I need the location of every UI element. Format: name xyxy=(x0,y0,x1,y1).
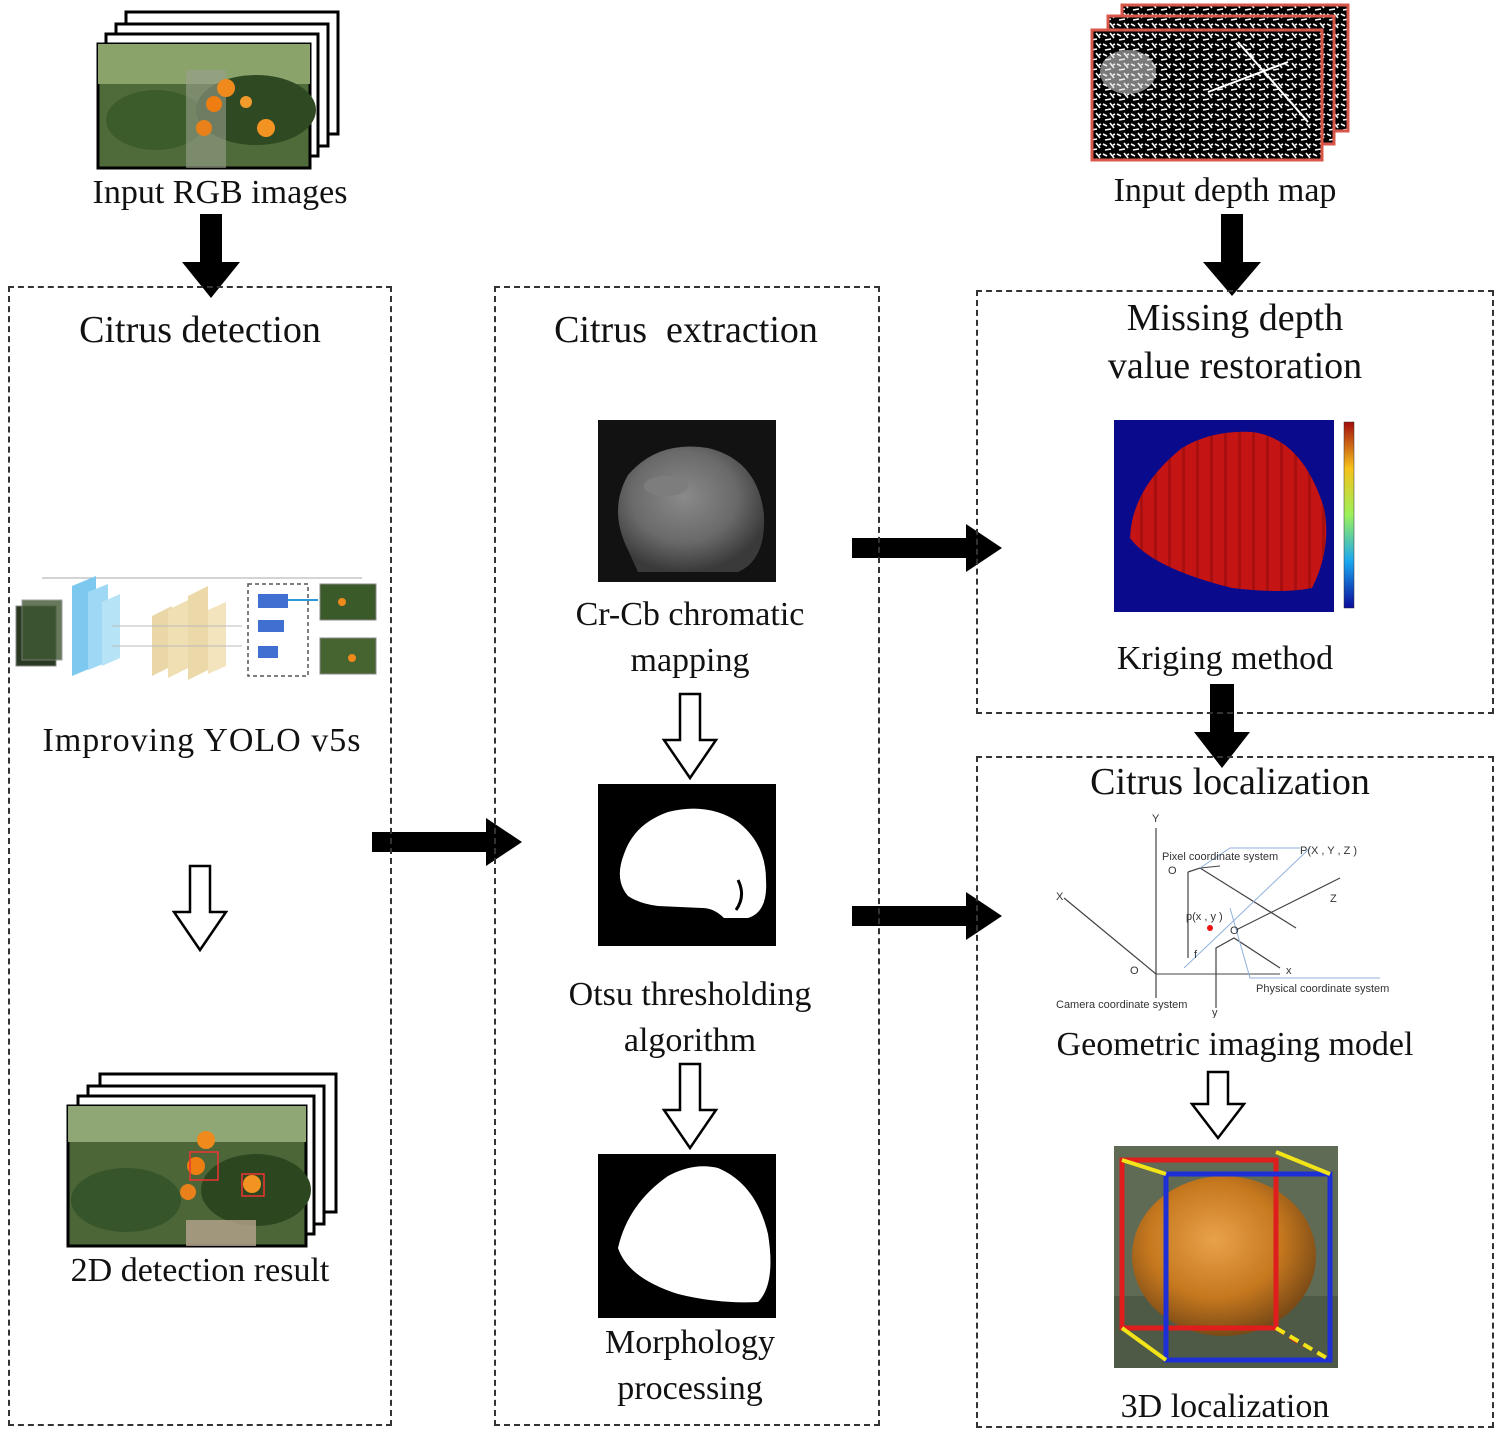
geom-yc-label: Y xyxy=(1152,813,1160,825)
crcb-label-line1: Cr-Cb chromatic xyxy=(575,596,805,633)
otsu-label-line2: algorithm xyxy=(623,1022,757,1059)
geom-pixel-cs-label: Pixel coordinate system xyxy=(1162,851,1278,863)
input-depth-label: Input depth map xyxy=(1113,172,1337,209)
crcb-mapping-image xyxy=(598,420,776,582)
kriging-label: Kriging method xyxy=(1116,640,1334,677)
crcb-label-line2: mapping xyxy=(630,642,750,679)
morphology-image xyxy=(598,1154,776,1318)
geom-o1-label: O xyxy=(1168,865,1177,877)
otsu-label-line1: Otsu thresholding xyxy=(568,976,812,1013)
restoration-title-line2: value restoration xyxy=(1107,345,1363,387)
geom-y-label: y xyxy=(1212,1007,1218,1018)
hollow-arrow-localization xyxy=(1189,1070,1247,1141)
3d-localization-image xyxy=(1114,1146,1338,1368)
crcb-mapping-graphic xyxy=(598,420,776,582)
morphology-label-line2: processing xyxy=(617,1370,763,1407)
citrus-detection-panel xyxy=(8,286,392,1426)
hollow-arrow-extraction-2 xyxy=(661,1062,719,1151)
geometric-model-label: Geometric imaging model xyxy=(1056,1026,1414,1063)
geom-f-label: f xyxy=(1194,949,1198,961)
missing-depth-panel xyxy=(976,290,1494,714)
detection-result-stack xyxy=(66,1070,346,1250)
geom-camera-cs-label: Camera coordinate system xyxy=(1056,999,1187,1011)
otsu-threshold-graphic xyxy=(598,784,776,946)
geom-o0-label: O xyxy=(1230,925,1239,937)
arrow-rgb-to-detection xyxy=(182,214,240,298)
yolo-architecture-figure xyxy=(12,566,390,696)
citrus-localization-panel xyxy=(976,756,1494,1428)
yolo-label: Improving YOLO v5s xyxy=(42,722,362,759)
detection-result-label: 2D detection result xyxy=(70,1252,330,1289)
morphology-graphic xyxy=(598,1154,776,1318)
citrus-extraction-panel xyxy=(494,286,880,1426)
geom-x-label: x xyxy=(1286,965,1292,977)
kriging-depth-graphic xyxy=(1114,420,1355,612)
detection-result-graphic xyxy=(66,1072,338,1248)
input-rgb-label: Input RGB images xyxy=(92,174,348,211)
kriging-depth-image xyxy=(1112,418,1362,614)
depth-map-stack xyxy=(1088,2,1358,164)
morphology-label-line1: Morphology xyxy=(605,1324,775,1361)
rgb-image-stack xyxy=(96,10,346,170)
3d-localization-label: 3D localization xyxy=(1120,1388,1330,1425)
geom-p-label: p(x , y ) xyxy=(1186,911,1223,923)
3d-localization-graphic xyxy=(1114,1146,1338,1368)
hollow-arrow-extraction-1 xyxy=(661,692,719,781)
geom-P-label: P(X , Y , Z ) xyxy=(1300,845,1357,857)
hollow-arrow-detection xyxy=(171,864,229,953)
extraction-title: Citrus extraction xyxy=(554,309,818,351)
localization-title: Citrus localization xyxy=(1090,761,1370,803)
geom-oc-label: O xyxy=(1130,965,1139,977)
otsu-threshold-image xyxy=(598,784,776,946)
geom-xc-label: X xyxy=(1056,891,1064,903)
depth-map-stack-graphic xyxy=(1090,3,1350,162)
geometric-model-graphic: Y X Z O O O f y x Pixel coordinate syste… xyxy=(1056,813,1389,1018)
arrow-restoration-to-localization xyxy=(1194,684,1250,768)
geom-zc-label: Z xyxy=(1330,893,1337,905)
arrow-depth-to-restoration xyxy=(1203,214,1261,296)
geom-physical-cs-label: Physical coordinate system xyxy=(1256,983,1389,995)
arrow-extraction-to-localization xyxy=(852,892,1002,940)
yolo-architecture-graphic xyxy=(15,576,377,680)
geometric-model-figure: Y X Z O O O f y x Pixel coordinate syste… xyxy=(1050,808,1420,1018)
detection-title: Citrus detection xyxy=(79,309,321,351)
rgb-image-stack-graphic xyxy=(96,10,340,170)
restoration-title-line1: Missing depth xyxy=(1126,297,1344,339)
arrow-extraction-to-restoration xyxy=(852,524,1002,572)
